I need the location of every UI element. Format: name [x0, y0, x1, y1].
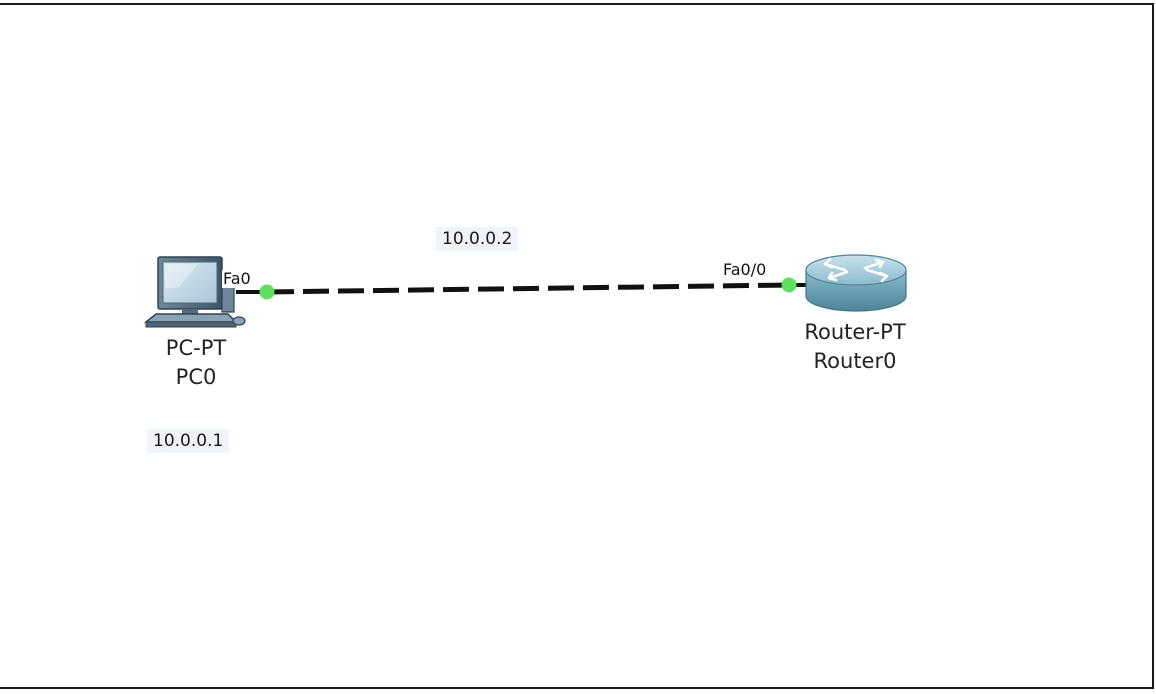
logical-workspace[interactable]	[0, 3, 1154, 689]
link-cable[interactable]	[236, 282, 806, 295]
router-name-label: Router0	[813, 349, 897, 373]
router-ip-note[interactable]: 10.0.0.2	[436, 227, 519, 251]
router-model-label: Router-PT	[804, 320, 906, 344]
pc-device-label: PC-PT PC0	[134, 334, 258, 392]
router-icon[interactable]	[805, 254, 907, 312]
pc-model-label: PC-PT	[165, 336, 227, 360]
router-device-label: Router-PT Router0	[770, 318, 940, 376]
router-link-status-light	[781, 277, 797, 293]
pc-icon[interactable]	[143, 256, 246, 328]
pc-port-label: Fa0	[222, 269, 252, 288]
router-port-label: Fa0/0	[722, 260, 768, 279]
pc-link-status-light	[259, 284, 275, 300]
pc-name-label: PC0	[175, 365, 217, 389]
pc-ip-note[interactable]: 10.0.0.1	[147, 429, 230, 453]
